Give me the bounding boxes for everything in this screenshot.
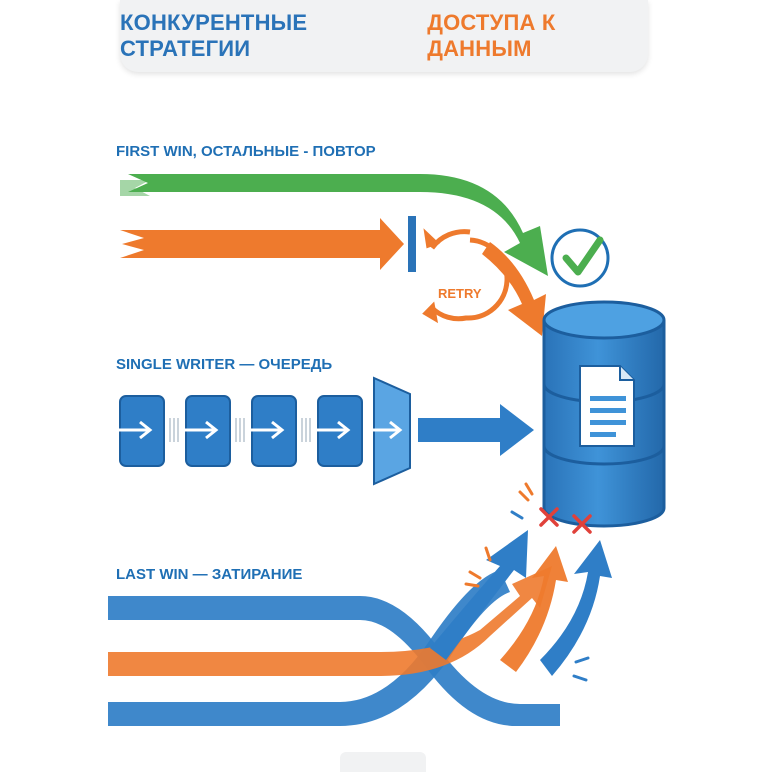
last-win-streams xyxy=(108,530,612,726)
orange-retry-arrow xyxy=(482,242,546,336)
title-banner: КОНКУРЕНТНЫЕ СТРАТЕГИИ ДОСТУПА К ДАННЫМ xyxy=(120,0,648,72)
title-part-2: ДОСТУПА К ДАННЫМ xyxy=(427,10,556,61)
queue-block xyxy=(244,395,297,467)
first-win-label: FIRST WIN, ОСТАЛЬНЫЕ - ПОВТОР xyxy=(116,143,376,160)
retry-label: RETRY xyxy=(438,286,482,301)
retry-loop: RETRY xyxy=(422,228,510,324)
queue-output-arrow xyxy=(418,404,534,456)
single-writer-label: SINGLE WRITER — ОЧЕРЕДЬ xyxy=(116,356,333,373)
bottom-tab xyxy=(340,752,426,772)
queue-block xyxy=(110,395,165,467)
queue-block xyxy=(310,395,363,467)
checkmark-icon xyxy=(550,228,610,288)
title-part-1: КОНКУРЕНТНЫЕ СТРАТЕГИИ xyxy=(120,10,308,61)
conflict-x-icon xyxy=(539,507,559,527)
queue xyxy=(110,376,534,486)
conflict-x-icon xyxy=(572,514,592,534)
last-win-label: LAST WIN — ЗАТИРАНИЕ xyxy=(116,566,303,583)
document-icon xyxy=(579,365,635,447)
queue-gate xyxy=(370,376,411,486)
orange-blocked-arrow xyxy=(120,216,416,272)
impact-marks xyxy=(464,482,534,588)
impact-marks xyxy=(510,510,590,682)
green-winner-arrow xyxy=(120,174,548,276)
queue-block xyxy=(178,395,231,467)
blocking-bar xyxy=(408,216,416,272)
